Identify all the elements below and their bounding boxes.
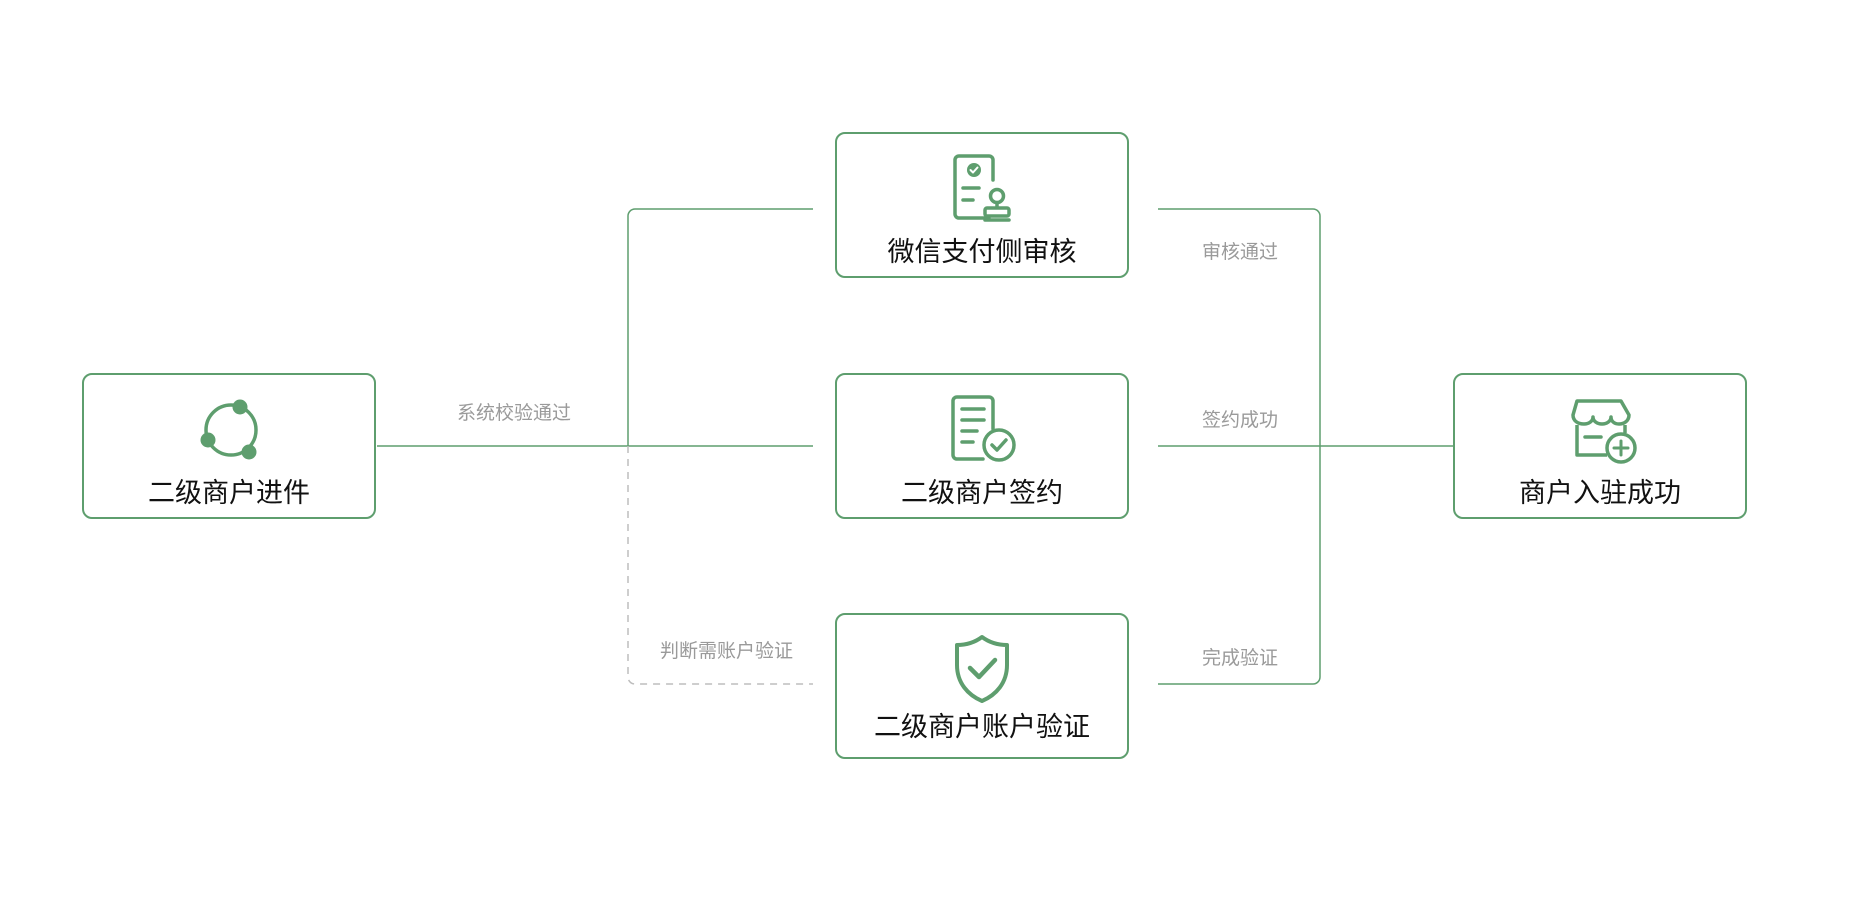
edge-label-review-passed: 审核通过 (1202, 241, 1279, 263)
node-account-verify: 二级商户账户验证 (835, 613, 1129, 759)
cycle-nodes-icon (190, 389, 268, 467)
connector-branch-to-verify-dashed (627, 446, 813, 685)
store-add-icon (1561, 389, 1639, 467)
connector-review-to-merge (1158, 208, 1321, 446)
node-label: 商户入驻成功 (1519, 478, 1681, 509)
node-submit: 二级商户进件 (82, 373, 376, 519)
node-label: 二级商户进件 (148, 478, 310, 509)
node-success: 商户入驻成功 (1453, 373, 1747, 519)
document-check-icon (943, 389, 1021, 467)
node-wechat-review: 微信支付侧审核 (835, 132, 1129, 278)
edge-label-sign-success: 签约成功 (1202, 409, 1279, 431)
edge-label-system-check: 系统校验通过 (457, 402, 572, 424)
node-sign: 二级商户签约 (835, 373, 1129, 519)
node-label: 二级商户账户验证 (874, 712, 1090, 743)
node-label: 二级商户签约 (901, 478, 1063, 509)
edge-label-verify-done: 完成验证 (1202, 647, 1279, 669)
connector-verify-to-merge (1158, 446, 1321, 685)
document-stamp-icon (943, 148, 1021, 226)
shield-check-icon (943, 629, 1021, 707)
connector-branch-to-review (627, 208, 813, 446)
edge-label-need-account-verify: 判断需账户验证 (660, 640, 794, 662)
node-label: 微信支付侧审核 (887, 237, 1077, 268)
